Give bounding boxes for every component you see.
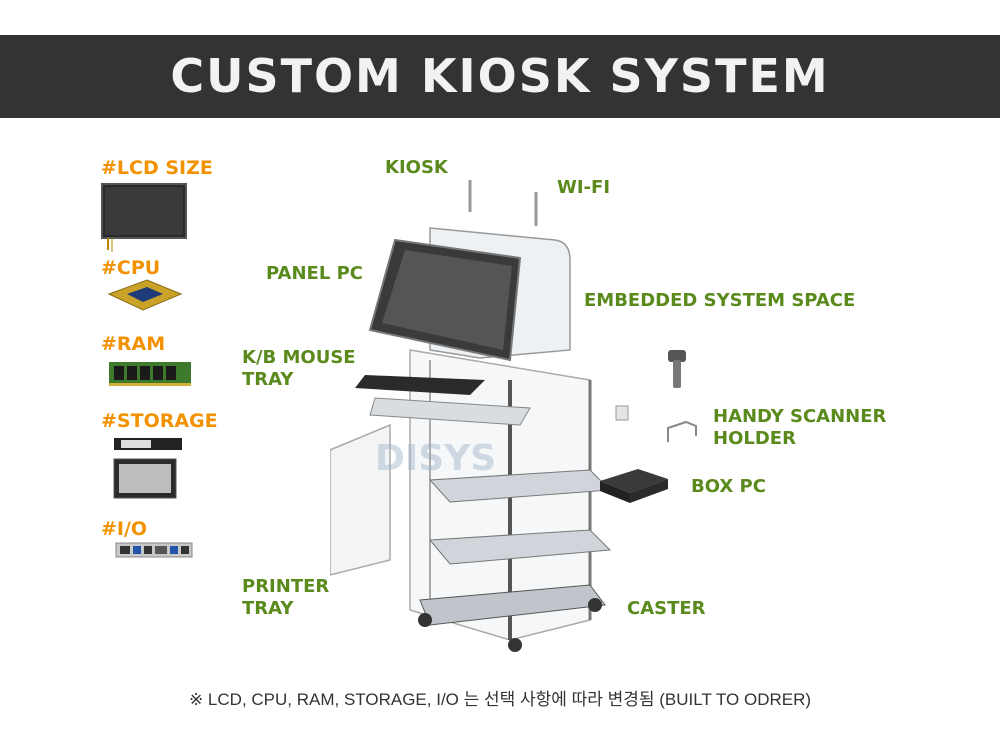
option-cpu-label: #CPU xyxy=(101,257,161,279)
label-printer-tray-line1: PRINTER xyxy=(242,576,330,597)
m2-ssd-image xyxy=(114,438,182,450)
title-bar: CUSTOM KIOSK SYSTEM xyxy=(0,35,1000,118)
label-handy-scanner-holder-line1: HANDY SCANNER xyxy=(713,406,887,427)
label-box-pc: BOX PC xyxy=(691,476,766,497)
bracket-image xyxy=(615,405,629,421)
io-panel-image xyxy=(115,542,193,558)
svg-text:DISYS: DISYS xyxy=(375,438,496,479)
label-kb-mouse-tray-line2: TRAY xyxy=(242,369,294,390)
label-embedded-system-space: EMBEDDED SYSTEM SPACE xyxy=(584,290,856,311)
label-kb-mouse-tray-line1: K/B MOUSE xyxy=(242,347,356,368)
label-handy-scanner-holder-line2: HOLDER xyxy=(713,428,796,449)
lcd-panel-image xyxy=(101,183,187,252)
option-lcd-label: #LCD SIZE xyxy=(101,157,213,179)
scanner-holder-image xyxy=(667,420,697,442)
box-pc-image xyxy=(600,469,668,503)
sata-ssd-image xyxy=(113,458,177,499)
handy-scanner-image xyxy=(668,350,686,388)
label-printer-tray-line2: TRAY xyxy=(242,598,294,619)
ram-module-image xyxy=(109,362,191,386)
page-title: CUSTOM KIOSK SYSTEM xyxy=(170,49,830,103)
option-io-label: #I/O xyxy=(101,518,148,540)
option-ram-label: #RAM xyxy=(101,333,166,355)
label-panel-pc: PANEL PC xyxy=(266,263,363,284)
option-storage-label: #STORAGE xyxy=(101,410,218,432)
label-caster: CASTER xyxy=(627,598,706,619)
kiosk-exploded-illustration: DISYS xyxy=(330,180,612,652)
label-wifi: WI-FI xyxy=(557,177,611,198)
cpu-chip-image xyxy=(107,279,183,311)
footnote: ※ LCD, CPU, RAM, STORAGE, I/O 는 선택 사항에 따… xyxy=(188,690,812,709)
label-kiosk: KIOSK xyxy=(385,157,448,178)
